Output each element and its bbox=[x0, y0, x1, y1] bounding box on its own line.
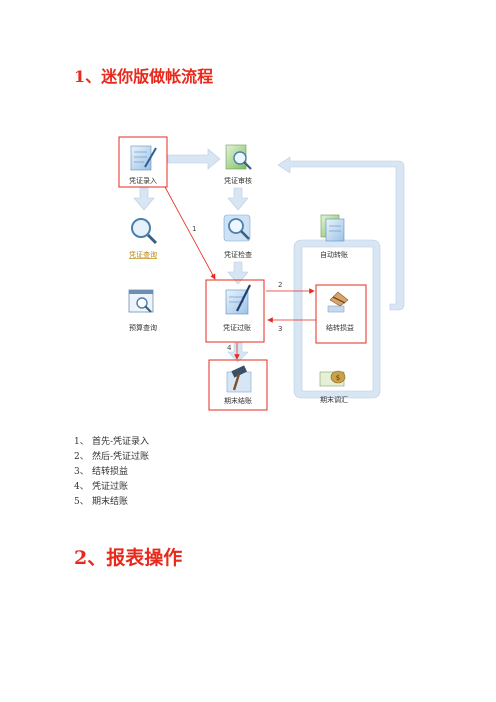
label-voucher-post: 凭证过账 bbox=[223, 323, 251, 332]
list-item: 4、凭证过账 bbox=[74, 482, 129, 492]
gavel-icon bbox=[226, 365, 252, 393]
section-1-heading: 1、迷你版做帐流程 bbox=[74, 67, 214, 86]
node-carry-pnl[interactable]: 结转损益 bbox=[326, 291, 354, 332]
label-auto-transfer: 自动转账 bbox=[320, 250, 348, 259]
edge-label-3: 3 bbox=[278, 325, 282, 333]
node-budget-query[interactable]: 预算查询 bbox=[128, 289, 157, 332]
node-voucher-post[interactable]: 凭证过账 bbox=[223, 284, 251, 332]
node-voucher-check[interactable]: 凭证检查 bbox=[223, 214, 252, 259]
edge-label-4: 4 bbox=[227, 344, 232, 352]
label-period-close: 期末结账 bbox=[224, 396, 252, 405]
node-voucher-entry[interactable]: 凭证录入 bbox=[129, 145, 157, 185]
list-item: 2、然后-凭证过账 bbox=[74, 452, 150, 462]
window-magnifier-icon bbox=[128, 289, 154, 313]
label-carry-pnl: 结转损益 bbox=[326, 323, 354, 332]
highlight-carry-pnl bbox=[315, 284, 367, 344]
money-bag-icon: $ bbox=[319, 370, 346, 387]
highlight-period-close bbox=[208, 359, 268, 411]
edge-1 bbox=[164, 186, 216, 280]
scale-icon bbox=[327, 291, 349, 313]
node-voucher-audit[interactable]: 凭证审核 bbox=[224, 144, 252, 185]
section-2-heading: 2、报表操作 bbox=[74, 547, 183, 569]
label-voucher-entry: 凭证录入 bbox=[129, 176, 157, 185]
steps-list: 1、首先-凭证录入 2、然后-凭证过账 3、结转损益 4、凭证过账 5、期末结账 bbox=[74, 435, 149, 510]
list-item: 5、期末结账 bbox=[74, 497, 129, 507]
highlight-boxes bbox=[118, 136, 367, 411]
list-item: 3、结转损益 bbox=[74, 467, 129, 477]
magnifier-icon bbox=[131, 218, 158, 245]
label-budget-query: 预算查询 bbox=[129, 323, 157, 332]
highlight-voucher-entry bbox=[118, 136, 168, 188]
edge-label-2: 2 bbox=[278, 281, 282, 289]
stacked-documents-icon bbox=[320, 214, 345, 242]
node-period-revalue[interactable]: $ 期末调汇 bbox=[319, 370, 348, 404]
node-voucher-query[interactable]: 凭证查询 bbox=[129, 218, 158, 259]
dollar-icon: $ bbox=[336, 374, 340, 382]
list-item: 1、首先-凭证录入 bbox=[74, 437, 150, 447]
document-pen-icon bbox=[225, 284, 251, 315]
red-flow-arrows bbox=[164, 186, 316, 360]
edge-label-1: 1 bbox=[192, 225, 196, 233]
label-voucher-query[interactable]: 凭证查询 bbox=[129, 250, 157, 259]
label-voucher-audit: 凭证审核 bbox=[224, 176, 252, 185]
document-pen-icon bbox=[130, 145, 157, 171]
node-period-close[interactable]: 期末结账 bbox=[224, 365, 252, 405]
magnifier-icon bbox=[223, 214, 251, 242]
node-auto-transfer[interactable]: 自动转账 bbox=[320, 214, 348, 259]
label-voucher-check: 凭证检查 bbox=[224, 250, 252, 259]
label-period-revalue: 期末调汇 bbox=[320, 395, 348, 404]
document-magnifier-icon bbox=[225, 144, 252, 170]
flow-pipes bbox=[133, 148, 405, 399]
highlight-voucher-post bbox=[205, 279, 265, 343]
